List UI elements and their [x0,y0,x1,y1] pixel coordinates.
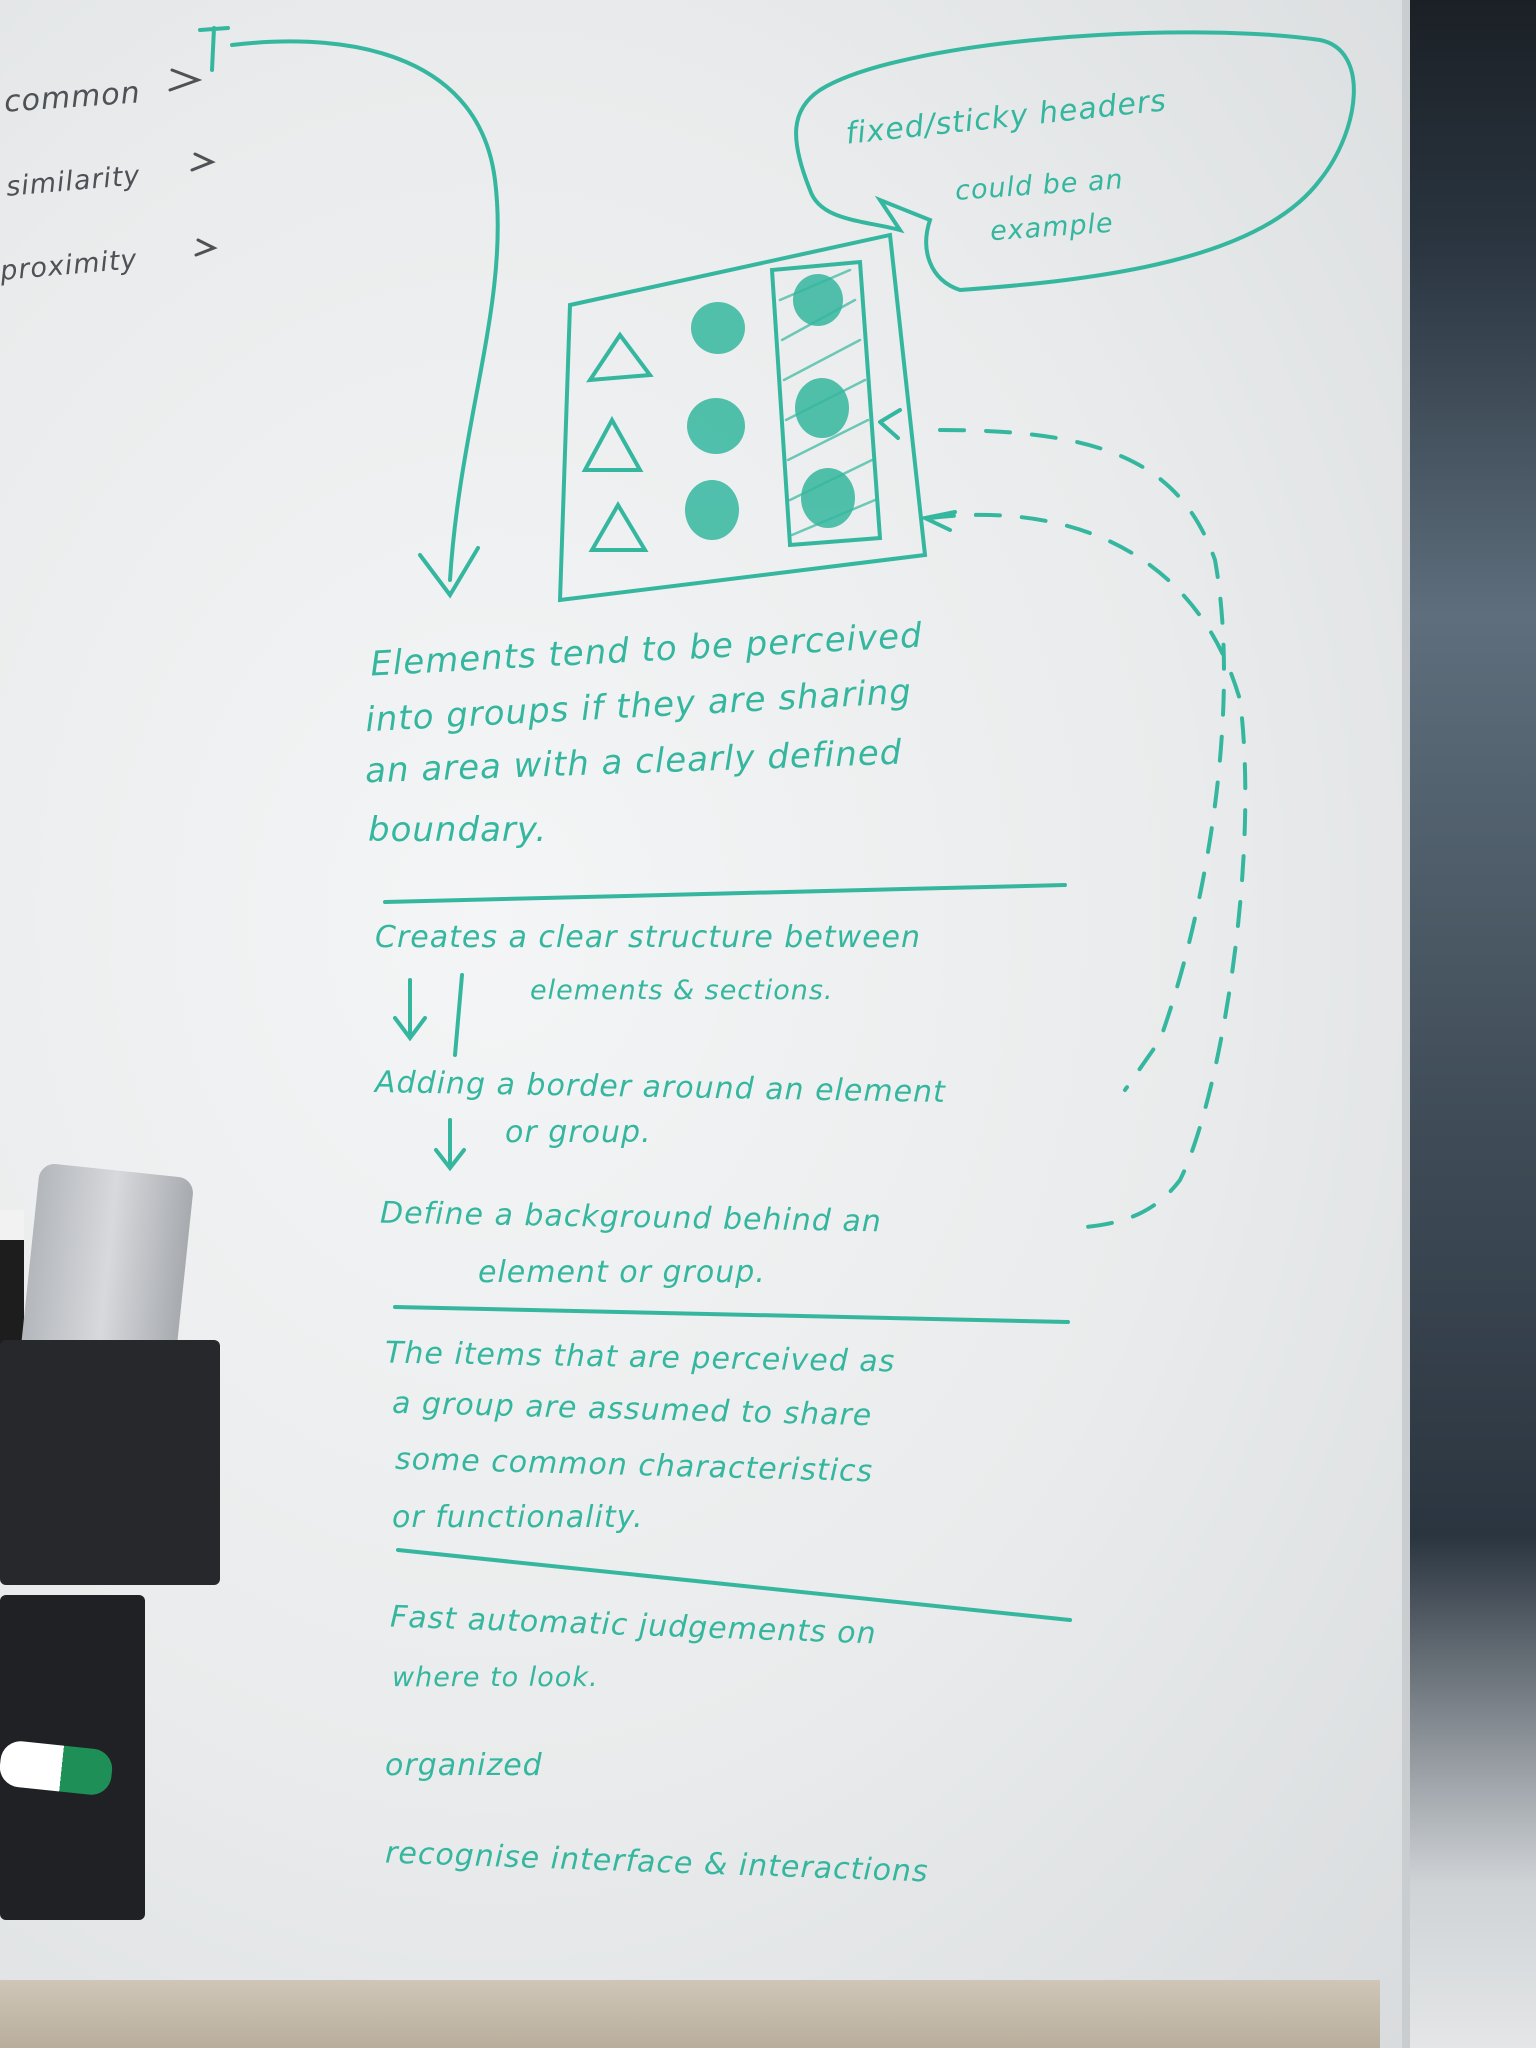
dashed-arrow [938,428,1226,1092]
vertical-stroke [453,973,464,1057]
benefit-line-2: where to look. [392,1662,599,1693]
gray-arrow [190,152,216,172]
down-arrow [434,1118,466,1172]
background-note-line-2: element or group. [478,1255,766,1290]
structure-line-1: Creates a clear structure between [375,920,922,955]
marker-can [0,1210,24,1360]
divider-line [383,883,1067,904]
circle-shape [801,468,855,528]
benefit-line-3: organized [385,1748,543,1783]
divider-line [393,1305,1070,1324]
circle-shape [685,480,739,540]
callout-bubble [794,30,1356,293]
gray-arrow [168,68,203,92]
down-arrow [393,978,427,1042]
structure-line-2: elements & sections. [530,975,834,1006]
dashed-arrow [928,512,1248,1230]
whiteboard-eraser [20,1162,195,1368]
pointer-arrow [878,408,902,440]
circle-shape [691,302,745,354]
triangle-shape [581,415,644,472]
curved-arrow [230,39,500,582]
border-note-line-2: or group. [505,1115,652,1150]
eraser-holder [0,1340,220,1585]
definition-line-4: boundary. [368,810,548,850]
assumption-line-4: or functionality. [392,1500,644,1535]
circle-shape [687,398,745,454]
circle-shape [795,378,849,438]
sketch-frame [557,232,928,603]
circle-shape [793,274,843,326]
triangle-shape [588,501,649,552]
highlight-column [769,259,883,548]
triangle-shape [586,331,654,383]
arrow-head [418,546,480,599]
divider-line [396,1548,1072,1622]
desk-edge [0,1980,1380,2048]
bracket-mark [198,26,230,72]
arrow-head [918,510,957,532]
gray-arrow [194,238,218,257]
